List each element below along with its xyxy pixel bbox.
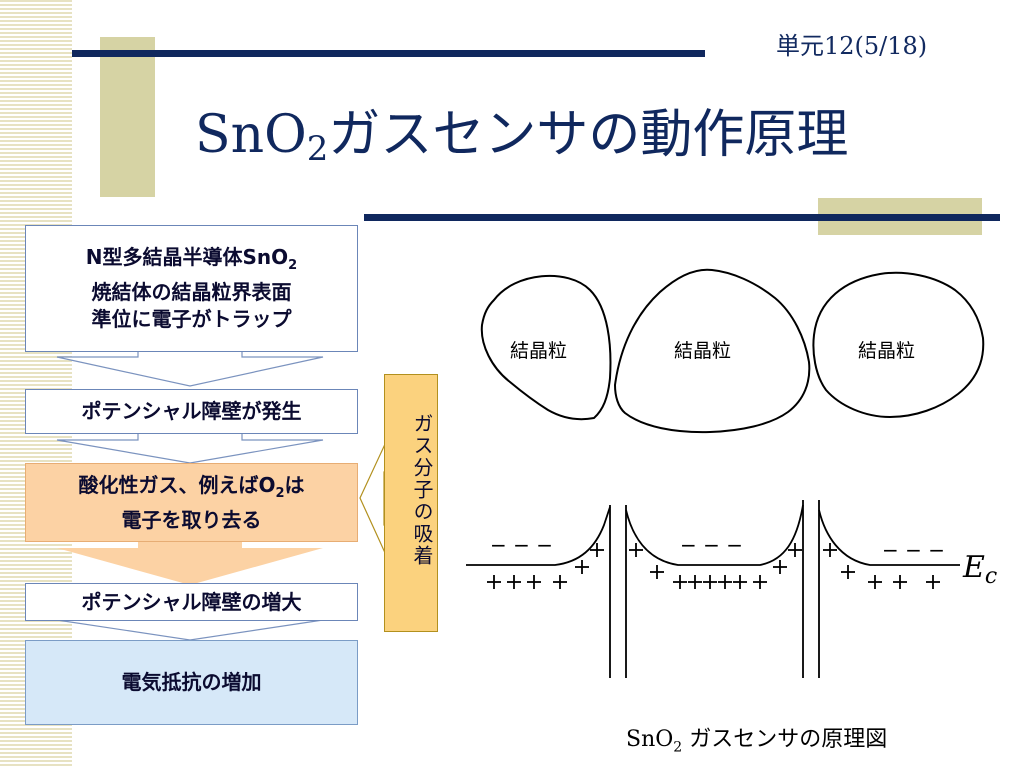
grain-label-right: 結晶粒 bbox=[858, 340, 915, 362]
flow-step-oxidizing-gas: 酸化性ガス、例えばO2は 電子を取り去る bbox=[25, 463, 358, 542]
page-title: SnO2ガスセンサの動作原理 bbox=[195, 105, 849, 169]
gas-adsorption-label: ガス分子の吸着 bbox=[410, 413, 434, 567]
tan-block-top bbox=[100, 37, 155, 197]
flow-step-trap: N型多結晶半導体SnO2 焼結体の結晶粒界表面 準位に電子がトラップ bbox=[25, 225, 358, 352]
ec-label: Ec bbox=[962, 550, 997, 589]
grain-label-middle: 結晶粒 bbox=[674, 340, 731, 362]
band-curve-3 bbox=[818, 509, 960, 566]
arrow-3 bbox=[57, 541, 323, 585]
top-rule bbox=[72, 50, 705, 57]
grain-middle bbox=[613, 268, 811, 434]
band-curve-1 bbox=[466, 506, 611, 566]
flow-step-barrier: ポテンシャル障壁が発生 bbox=[25, 389, 358, 434]
flow-step-barrier-increase: ポテンシャル障壁の増大 bbox=[25, 583, 358, 621]
grain-right bbox=[812, 271, 985, 419]
diagram-caption: SnO2 ガスセンサの原理図 bbox=[626, 727, 888, 756]
grain-left bbox=[480, 274, 612, 421]
flow-step-resistance-increase: 電気抵抗の増加 bbox=[25, 640, 358, 725]
bottom-rule bbox=[364, 214, 1000, 221]
band-curve-2 bbox=[625, 504, 804, 566]
electrons-right: − − − bbox=[882, 538, 945, 562]
electrons-middle: − − − bbox=[680, 533, 743, 557]
grain-label-left: 結晶粒 bbox=[510, 340, 567, 362]
slide-number: 単元12(5/18) bbox=[776, 32, 928, 60]
electrons-left: − − − bbox=[490, 533, 553, 557]
positive-charges bbox=[487, 543, 940, 589]
gas-adsorption-box: ガス分子の吸着 bbox=[384, 374, 438, 632]
arrow-1 bbox=[56, 350, 324, 387]
